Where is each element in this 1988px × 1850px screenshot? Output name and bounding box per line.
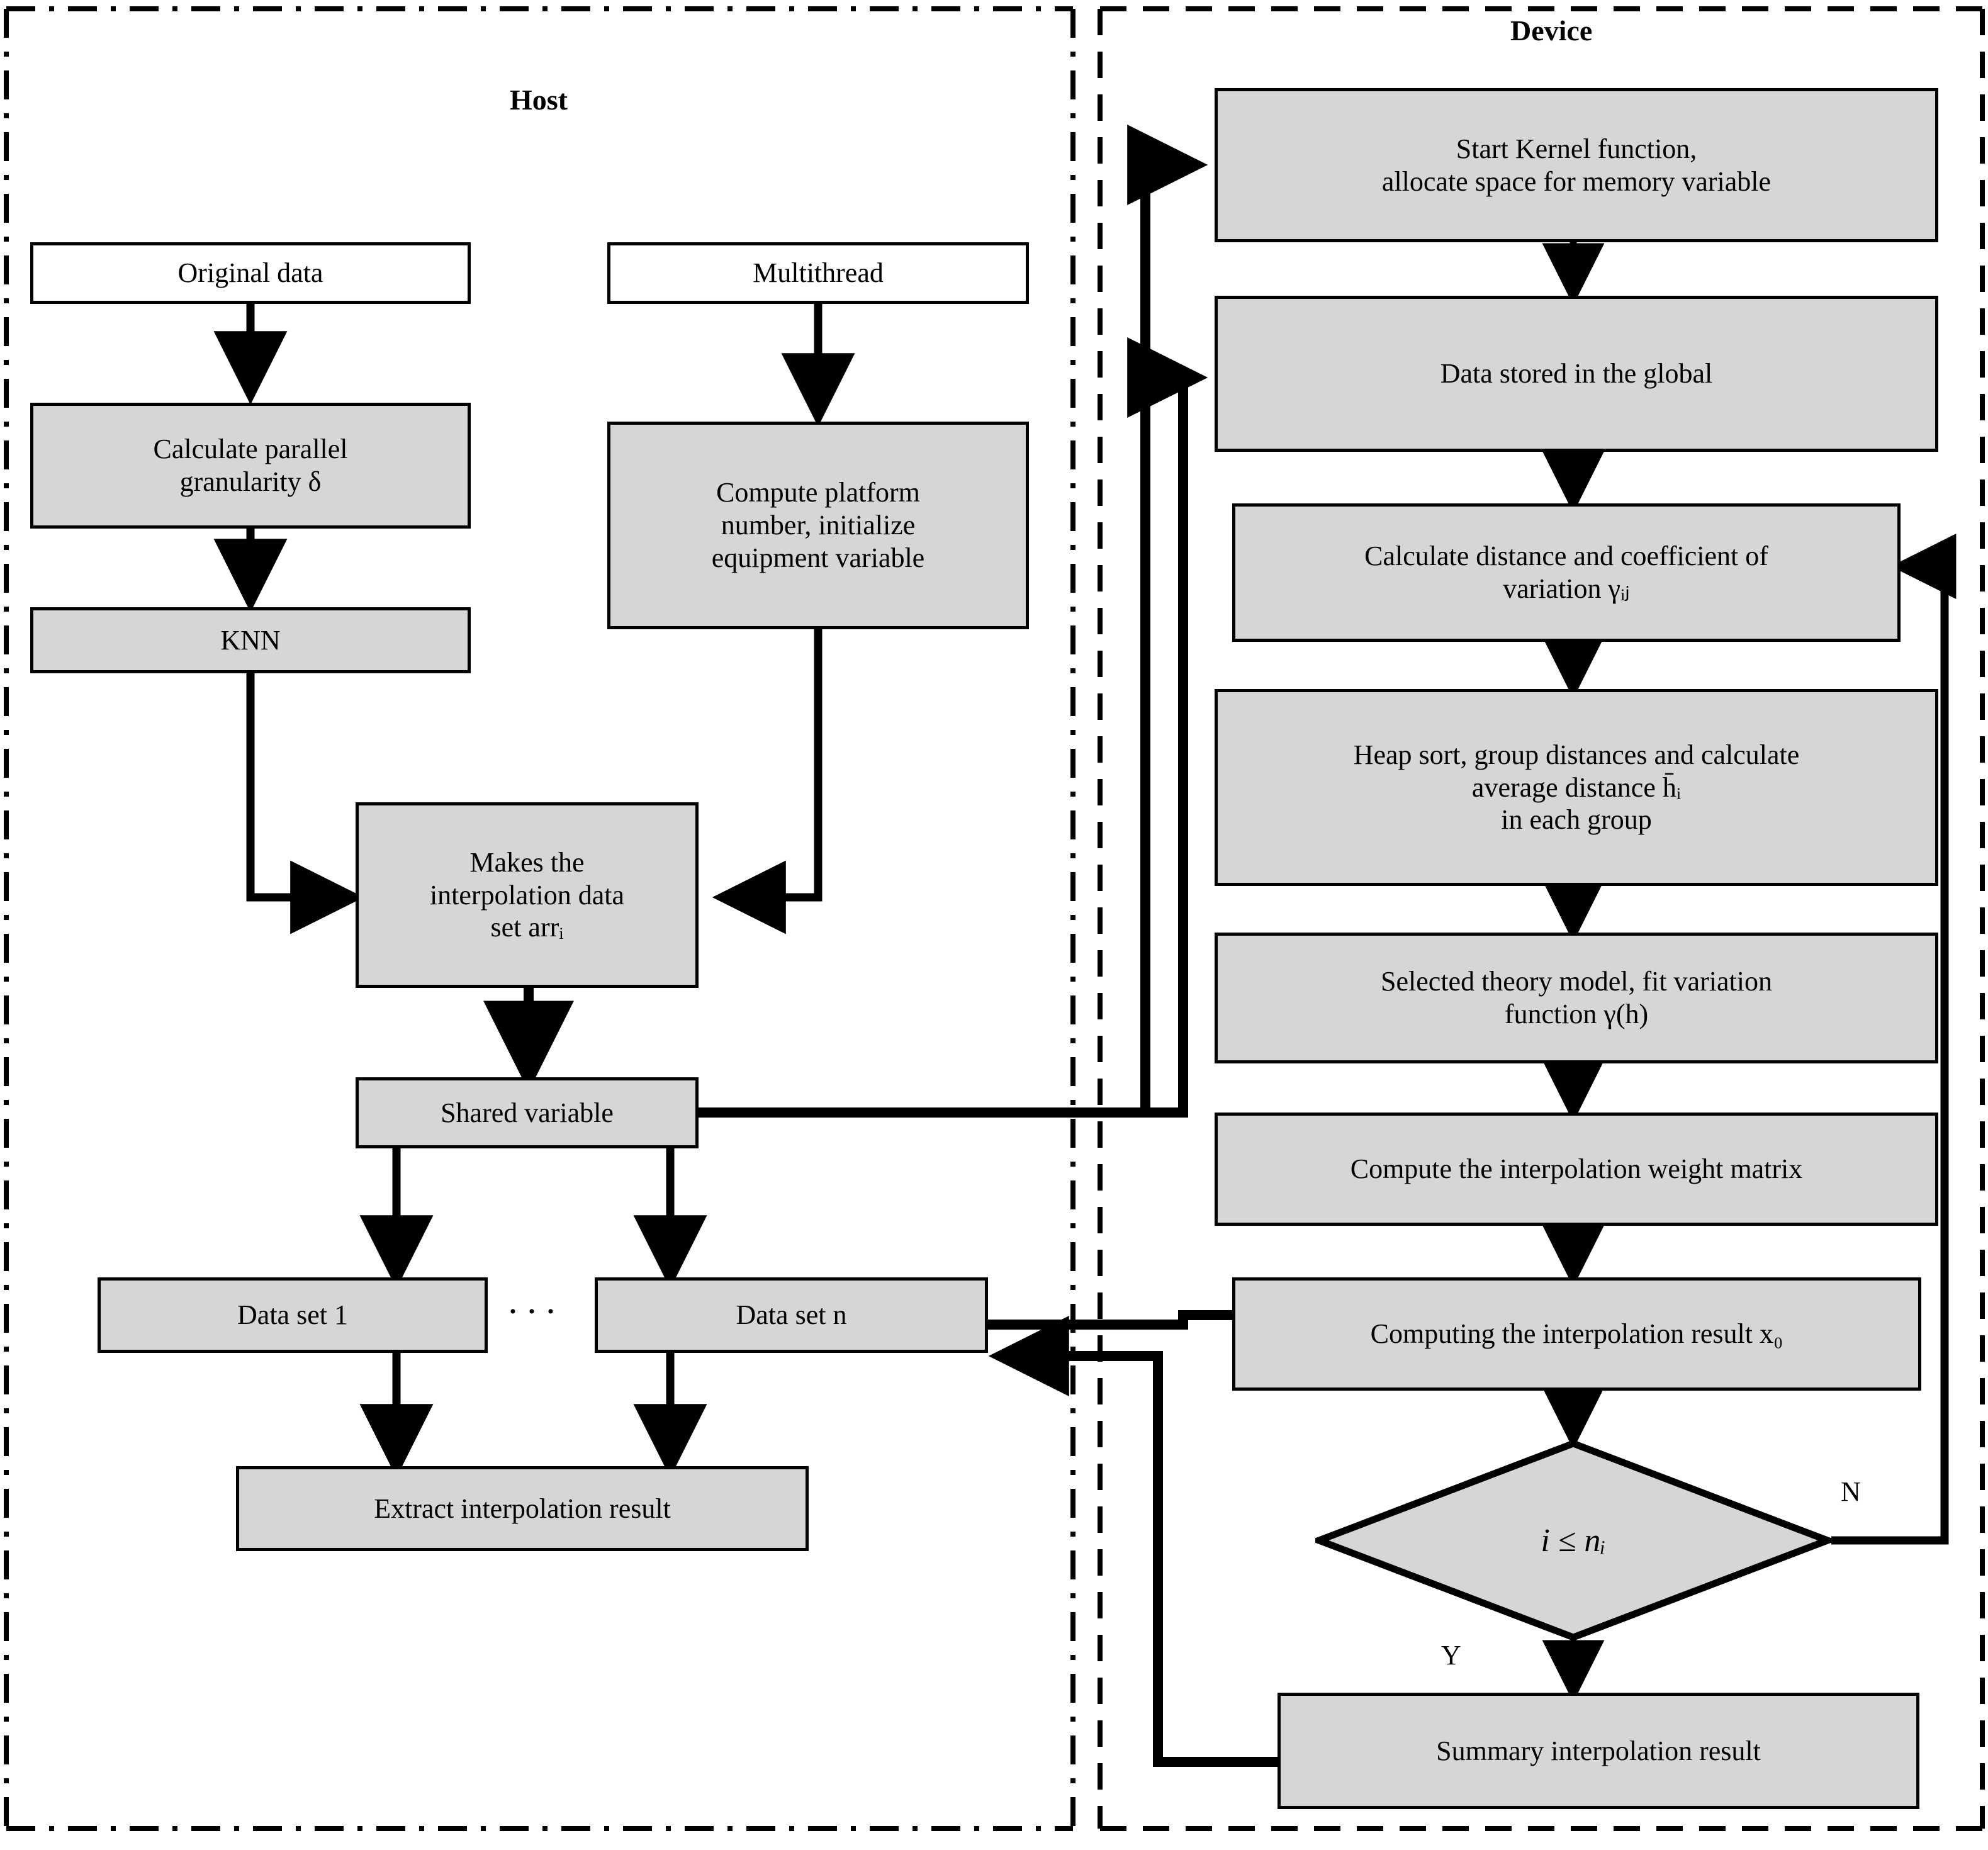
edge-shared-to-data-stored bbox=[699, 337, 1208, 1118]
node-data-stored-global[interactable]: Data stored in the global bbox=[1215, 296, 1938, 452]
node-compute-platform-label: Compute platform number, initialize equi… bbox=[711, 477, 925, 573]
node-theory-model-label: Selected theory model, fit variation fun… bbox=[1381, 966, 1772, 1029]
host-lane-border bbox=[4, 6, 1075, 1831]
node-computing-result[interactable]: Computing the interpolation result x₀ bbox=[1232, 1277, 1921, 1391]
node-extract-interpolation-result[interactable]: Extract interpolation result bbox=[236, 1466, 809, 1551]
edge-decision-no-loop bbox=[1831, 534, 1957, 1545]
edge-label-branch-no: N bbox=[1841, 1476, 1861, 1507]
node-summary-result-label: Summary interpolation result bbox=[1436, 1735, 1761, 1766]
node-theory-model[interactable]: Selected theory model, fit variation fun… bbox=[1215, 933, 1938, 1063]
node-heap-sort-label: Heap sort, group distances and calculate… bbox=[1353, 739, 1800, 836]
node-compute-platform[interactable]: Compute platform number, initialize equi… bbox=[607, 422, 1029, 629]
edge-shared-to-start-kernel bbox=[699, 125, 1208, 1118]
node-data-set-n-label: Data set n bbox=[736, 1299, 847, 1331]
lane-title-host: Host bbox=[510, 84, 568, 116]
node-start-kernel[interactable]: Start Kernel function, allocate space fo… bbox=[1215, 88, 1938, 242]
node-data-set-1-label: Data set 1 bbox=[237, 1299, 348, 1331]
node-calculate-granularity-label: Calculate parallel granularity δ bbox=[153, 434, 348, 497]
node-start-kernel-label: Start Kernel function, allocate space fo… bbox=[1381, 133, 1772, 197]
node-summary-result[interactable]: Summary interpolation result bbox=[1278, 1693, 1919, 1809]
node-knn[interactable]: KNN bbox=[30, 607, 471, 673]
node-calculate-distance-label: Calculate distance and coefficient of va… bbox=[1364, 541, 1768, 604]
node-makes-interpolation-set-label: Makes the interpolation data set arrᵢ bbox=[429, 846, 625, 943]
node-knn-label: KNN bbox=[220, 624, 281, 656]
node-calculate-distance[interactable]: Calculate distance and coefficient of va… bbox=[1232, 503, 1901, 642]
lane-title-device: Device bbox=[1510, 14, 1593, 47]
node-extract-interpolation-result-label: Extract interpolation result bbox=[374, 1493, 671, 1524]
edge-knn-to-makes bbox=[246, 673, 364, 934]
node-data-stored-global-label: Data stored in the global bbox=[1440, 358, 1713, 390]
diamond-shape bbox=[1309, 1440, 1838, 1641]
node-data-set-1[interactable]: Data set 1 bbox=[98, 1277, 488, 1353]
node-decision-label: i ≤ nᵢ bbox=[1541, 1522, 1606, 1559]
node-makes-interpolation-set[interactable]: Makes the interpolation data set arrᵢ bbox=[356, 802, 699, 988]
node-weight-matrix-label: Compute the interpolation weight matrix bbox=[1350, 1153, 1803, 1185]
node-original-data-label: Original data bbox=[177, 257, 323, 289]
node-original-data[interactable]: Original data bbox=[30, 242, 471, 304]
node-calculate-granularity[interactable]: Calculate parallel granularity δ bbox=[30, 403, 471, 529]
node-decision-i-le-n[interactable]: i ≤ nᵢ bbox=[1309, 1440, 1838, 1641]
node-data-set-n[interactable]: Data set n bbox=[595, 1277, 988, 1353]
node-heap-sort[interactable]: Heap sort, group distances and calculate… bbox=[1215, 689, 1938, 886]
node-weight-matrix[interactable]: Compute the interpolation weight matrix bbox=[1215, 1113, 1938, 1226]
device-lane-border bbox=[1098, 6, 1985, 1831]
edge-summary-to-datasetn bbox=[988, 1316, 1278, 1767]
edge-platform-to-makes bbox=[712, 629, 823, 934]
node-multithread-label: Multithread bbox=[753, 257, 884, 289]
node-shared-variable[interactable]: Shared variable bbox=[356, 1077, 699, 1148]
node-shared-variable-label: Shared variable bbox=[441, 1097, 614, 1128]
node-computing-result-label: Computing the interpolation result x₀ bbox=[1370, 1318, 1783, 1350]
node-multithread[interactable]: Multithread bbox=[607, 242, 1029, 304]
edge-label-branch-yes: Y bbox=[1441, 1640, 1461, 1671]
ellipsis-between-data-sets: ··· bbox=[507, 1291, 563, 1332]
